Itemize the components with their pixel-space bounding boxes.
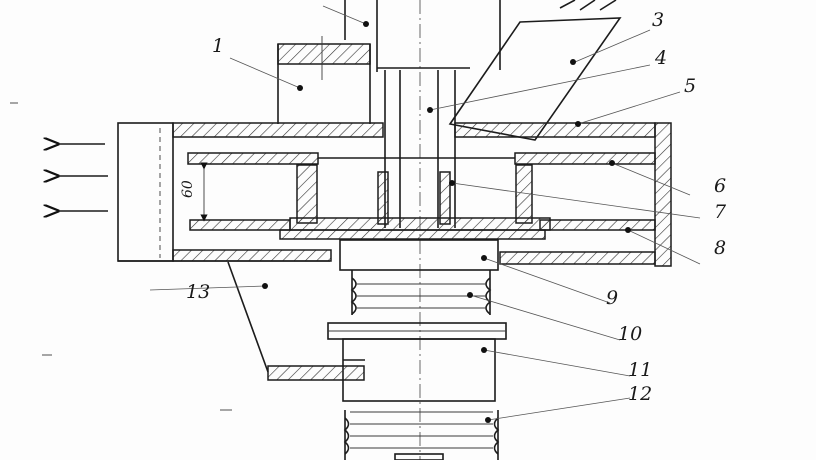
support-strut: [227, 261, 365, 381]
label-11: 11: [628, 359, 652, 381]
label-1: 1: [212, 35, 224, 57]
dimension-label: 60: [180, 180, 196, 198]
label-4: 4: [654, 47, 667, 69]
upper-disc: [187, 152, 656, 165]
label-8: 8: [714, 237, 726, 259]
label-7: 7: [714, 201, 727, 223]
feed-hopper: [448, 17, 622, 141]
reference-dots: [262, 21, 631, 423]
leader-lines: [149, 5, 701, 421]
label-5: 5: [684, 75, 696, 97]
inlet-arrows: [559, 0, 617, 11]
label-9: 9: [606, 287, 618, 309]
lower-bellows: [343, 410, 500, 460]
bearing-hub: [339, 239, 499, 271]
label-6: 6: [714, 175, 726, 197]
motor-body: [342, 338, 496, 402]
drive-column: [344, 0, 501, 72]
inlet-cylinder: [277, 36, 371, 124]
label-12: 12: [628, 383, 652, 405]
label-3: 3: [652, 9, 664, 31]
label-13: 13: [186, 281, 210, 303]
label-10: 10: [618, 323, 642, 345]
mid-flange: [327, 322, 507, 340]
lower-disc: [189, 217, 656, 240]
upper-bellows: [350, 270, 492, 315]
outer-housing: [117, 122, 672, 267]
ring-walls: [296, 164, 533, 225]
outlet-flow-arrows: [58, 144, 108, 211]
dimension-60: 60: [180, 162, 208, 222]
shaft: [384, 70, 456, 228]
